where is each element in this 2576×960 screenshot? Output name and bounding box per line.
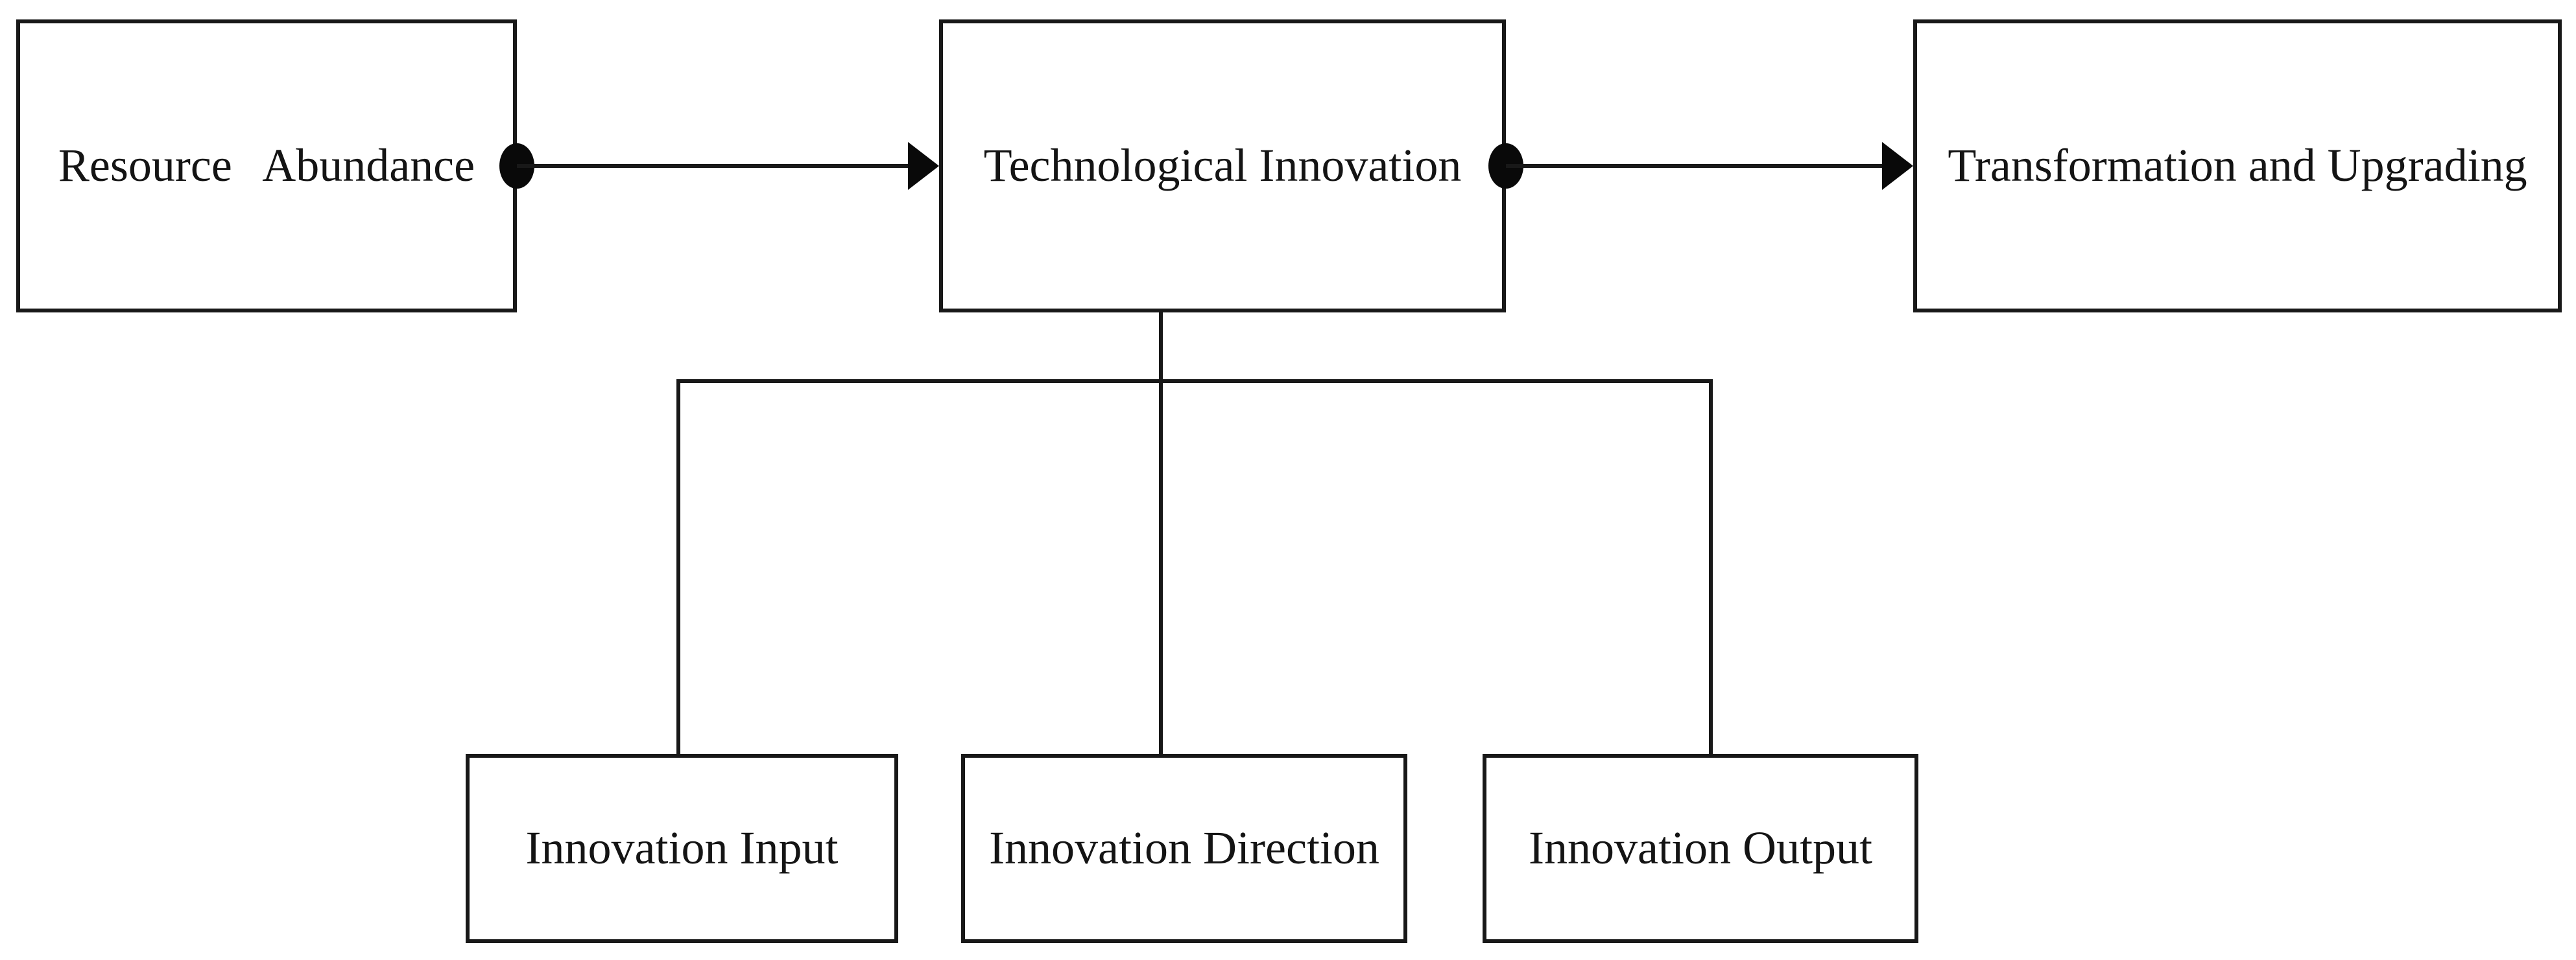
node-transformation-and-upgrading: Transformation and Upgrading: [1913, 19, 2562, 312]
tree-connector-horizontal-line: [676, 379, 1713, 383]
node-innovation-output: Innovation Output: [1483, 754, 1918, 943]
node-label: Innovation Input: [525, 822, 839, 874]
edge-tree-to-input-line: [676, 379, 680, 755]
node-label: Transformation and Upgrading: [1948, 139, 2527, 192]
arrow-right-icon: [908, 142, 939, 190]
node-label: Technological Innovation: [983, 139, 1462, 192]
edge-resource-to-tech-line: [517, 164, 909, 168]
edge-tech-to-transform-line: [1506, 164, 1882, 168]
node-label: Resource Abundance: [58, 139, 475, 192]
node-innovation-input: Innovation Input: [466, 754, 898, 943]
arrow-right-icon: [1882, 142, 1913, 190]
node-innovation-direction: Innovation Direction: [961, 754, 1407, 943]
edge-tree-to-output-line: [1709, 379, 1713, 755]
edge-tech-to-direction-line: [1159, 312, 1163, 755]
node-technological-innovation: Technological Innovation: [939, 19, 1506, 312]
node-resource-abundance: Resource Abundance: [16, 19, 517, 312]
node-label: Innovation Output: [1529, 822, 1872, 874]
node-label: Innovation Direction: [989, 822, 1379, 874]
